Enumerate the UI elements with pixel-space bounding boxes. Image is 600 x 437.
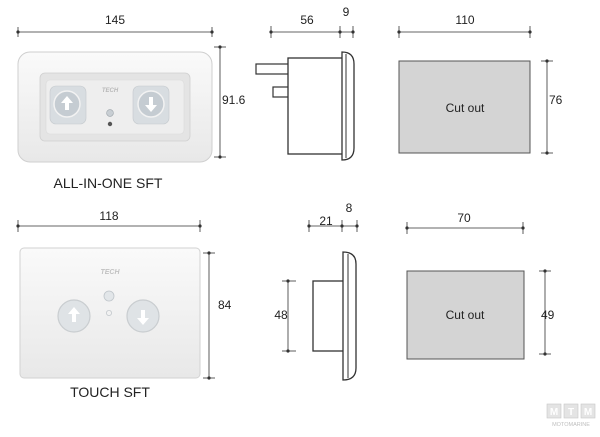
touch-button-left [57, 299, 91, 333]
dim-label-side-depth: 56 [300, 13, 314, 27]
arrow-up-icon-2 [68, 307, 80, 322]
dim-label-side-depth-2: 21 [319, 214, 333, 228]
front-plate [342, 251, 357, 381]
dim-label-cutout-width: 110 [455, 13, 474, 27]
watermark-letter-3: M [584, 407, 592, 418]
arrow-down-icon-2 [137, 310, 149, 325]
brand-logo: TECH [102, 88, 119, 94]
dim-label-side-flange-2: 8 [346, 201, 353, 215]
front-flange [341, 51, 355, 161]
sensor-dot [107, 121, 113, 127]
dim-label-cutout-height: 76 [549, 93, 563, 107]
dim-label-cutout-height-2: 49 [541, 308, 555, 322]
arrow-up-icon [61, 96, 73, 110]
watermark-letter-2: T [568, 407, 574, 418]
dim-label-height-2: 84 [218, 298, 232, 312]
all-in-one-side-view: 56 9 [255, 5, 355, 161]
cutout-label: Cut out [446, 101, 485, 115]
touch-side-view: 21 8 48 [274, 201, 359, 381]
watermark-caption: MOTOMARINE [552, 422, 590, 428]
housing-body-2 [312, 280, 346, 352]
housing-body [287, 57, 345, 155]
indicator-light-2 [103, 290, 115, 302]
watermark-logo: M T M MOTOMARINE [546, 403, 596, 428]
all-in-one-cutout: 110 Cut out 76 [397, 13, 563, 155]
dim-height-84: 84 [203, 251, 232, 380]
dim-height-91-6: 91.6 [214, 45, 246, 159]
watermark-letter-1: M [550, 407, 558, 418]
flush-button-left [49, 85, 87, 125]
sensor-ring [106, 309, 113, 316]
dim-label-side-height-2: 48 [274, 308, 288, 322]
dim-label-cutout-width-2: 70 [457, 211, 471, 225]
brand-logo-2: TECH [100, 269, 120, 276]
dim-width-145: 145 [16, 13, 214, 37]
dim-width-118: 118 [16, 209, 202, 232]
all-in-one-front-panel: TECH [17, 51, 213, 163]
connector-pin-top [255, 63, 291, 75]
touch-button-right [126, 299, 160, 333]
indicator-light [106, 109, 114, 117]
cutout-area [398, 60, 531, 154]
touch-cutout: 70 Cut out 49 [405, 211, 555, 360]
touch-front-panel: TECH [19, 247, 201, 379]
dim-label-width: 145 [105, 13, 125, 27]
product-name-touch: TOUCH SFT [70, 384, 150, 400]
arrow-down-icon [145, 97, 157, 112]
cutout-label-2: Cut out [446, 308, 485, 322]
dim-label-height: 91.6 [222, 93, 246, 107]
flush-button-right [132, 85, 170, 125]
cutout-area-2 [406, 270, 525, 360]
product-name-all-in-one: ALL-IN-ONE SFT [54, 175, 163, 191]
dim-label-side-flange: 9 [343, 5, 350, 19]
dim-label-width-2: 118 [99, 209, 118, 223]
